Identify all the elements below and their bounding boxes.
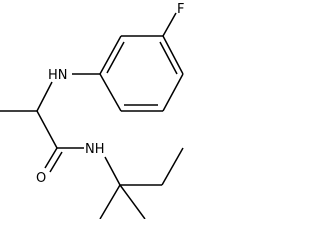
- quaternary-methyl-bond: [99, 184, 121, 219]
- amine-nitrogen-label: HN: [48, 68, 68, 83]
- carbonyl-double-bond: [44, 147, 63, 173]
- ring-bond-inner: [159, 41, 178, 75]
- fluorine-label: F: [177, 2, 184, 17]
- carbonyl-bond-outer: [44, 147, 58, 169]
- ring-bond: [162, 73, 184, 112]
- ethyl-terminal-bond: [161, 147, 184, 186]
- ring-bond: [162, 35, 184, 75]
- fluorophenyl-ring: [99, 35, 184, 112]
- alpha-carbonyl-bond: [36, 110, 58, 149]
- ring-bond: [99, 35, 122, 75]
- quaternary-methyl-bond: [119, 184, 146, 219]
- amide-nitrogen-label: NH: [85, 142, 105, 157]
- carbon-fluorine-bond: [162, 12, 177, 37]
- carbonyl-oxygen-label: O: [36, 171, 46, 186]
- carbonyl-bond-inner: [49, 151, 63, 173]
- amide-nitrogen-quaternary-bond: [104, 156, 121, 186]
- chemical-structure: F HN O NH: [0, 2, 184, 219]
- nitrogen-alpha-carbon-bond: [36, 81, 53, 112]
- ring-bond: [99, 73, 122, 112]
- ring-bond-inner: [106, 41, 125, 74]
